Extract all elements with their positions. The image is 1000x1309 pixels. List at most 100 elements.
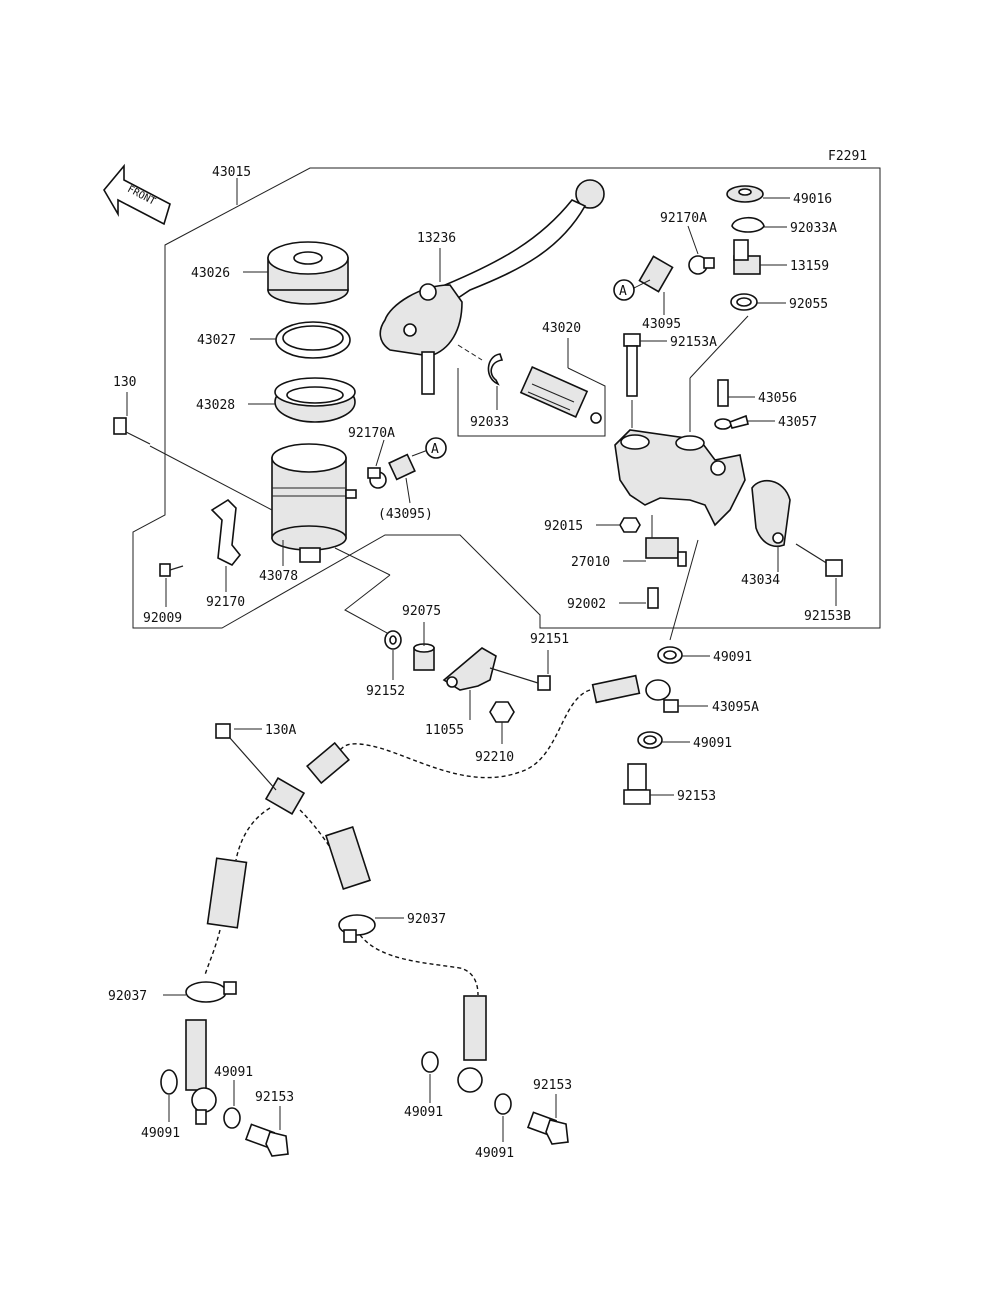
label-92170a-right: 92170A bbox=[660, 211, 707, 226]
label-49091-b: 49091 bbox=[693, 736, 732, 751]
washer-49091-d bbox=[223, 1107, 241, 1129]
nut-92210 bbox=[489, 701, 515, 723]
bolt-130 bbox=[113, 417, 151, 445]
nut-92015 bbox=[619, 517, 641, 533]
label-92153a: 92153A bbox=[670, 335, 717, 350]
hose-splitter bbox=[264, 777, 306, 815]
label-49091-a: 49091 bbox=[713, 650, 752, 665]
label-130: 130 bbox=[113, 375, 136, 390]
callout-a-right: A bbox=[613, 279, 635, 301]
callout-a-left: A bbox=[425, 437, 447, 459]
bolt-92153a bbox=[623, 333, 641, 397]
brake-switch-27010 bbox=[645, 537, 687, 567]
hose-left-lower bbox=[235, 807, 271, 861]
label-43095: 43095 bbox=[642, 317, 681, 332]
label-92153-b: 92153 bbox=[255, 1090, 294, 1105]
label-11055: 11055 bbox=[425, 723, 464, 738]
label-92037-b: 92037 bbox=[407, 912, 446, 927]
label-43015: 43015 bbox=[212, 165, 251, 180]
label-43034: 43034 bbox=[741, 573, 780, 588]
label-92055: 92055 bbox=[789, 297, 828, 312]
master-cylinder-body bbox=[614, 429, 746, 527]
label-92002: 92002 bbox=[567, 597, 606, 612]
hose-right-end bbox=[359, 934, 479, 996]
hose-fitting-13159 bbox=[733, 239, 761, 275]
bleeder-cap-43057 bbox=[714, 414, 749, 430]
label-43020: 43020 bbox=[542, 321, 581, 336]
washer-49091-f bbox=[494, 1093, 512, 1115]
label-92037-a: 92037 bbox=[108, 989, 147, 1004]
label-92210: 92210 bbox=[475, 750, 514, 765]
label-92153-c: 92153 bbox=[533, 1078, 572, 1093]
piston-group-box bbox=[457, 367, 606, 437]
figure-code: F2291 bbox=[828, 149, 867, 164]
label-27010: 27010 bbox=[571, 555, 610, 570]
label-43026: 43026 bbox=[191, 266, 230, 281]
washer-49091-a bbox=[657, 646, 683, 664]
clamp-43034 bbox=[751, 479, 791, 547]
leader-callout-a-right bbox=[633, 279, 651, 289]
washer-92055 bbox=[730, 293, 758, 311]
clamp-92170a-right bbox=[688, 255, 715, 275]
leader-callout-a-left bbox=[411, 449, 429, 457]
dash-lever-piston bbox=[457, 344, 483, 361]
washer-49091-e bbox=[421, 1051, 439, 1073]
label-49091-e: 49091 bbox=[404, 1105, 443, 1120]
bolt-130a bbox=[215, 723, 277, 791]
label-49091-f: 49091 bbox=[475, 1146, 514, 1161]
label-43056: 43056 bbox=[758, 391, 797, 406]
hose-clamp-92170a-left bbox=[367, 467, 387, 489]
screw-92002 bbox=[647, 587, 659, 609]
label-49091-c: 49091 bbox=[141, 1126, 180, 1141]
label-43078: 43078 bbox=[259, 569, 298, 584]
leader-130-line bbox=[149, 445, 273, 511]
bracket-92170 bbox=[210, 498, 242, 567]
assembly-outline bbox=[132, 167, 881, 629]
fluid-reservoir bbox=[271, 443, 357, 563]
front-arrow-icon: FRONT bbox=[103, 163, 171, 226]
reservoir-gasket bbox=[275, 321, 351, 359]
label-92033: 92033 bbox=[470, 415, 509, 430]
hose-joint-upper bbox=[306, 741, 350, 785]
label-130a: 130A bbox=[265, 723, 296, 738]
cap-49016 bbox=[726, 185, 764, 203]
label-92015: 92015 bbox=[544, 519, 583, 534]
bracket-11055 bbox=[442, 647, 497, 691]
circlip-92033 bbox=[487, 353, 504, 386]
label-92033a: 92033A bbox=[790, 221, 837, 236]
label-92009: 92009 bbox=[143, 611, 182, 626]
hose-sleeve-left bbox=[206, 857, 248, 929]
screw-92151 bbox=[489, 667, 551, 691]
label-92153b: 92153B bbox=[804, 609, 851, 624]
hose-end-43095a bbox=[591, 674, 679, 713]
hose-clamp-92037-b bbox=[338, 914, 376, 943]
leader-43095-paren bbox=[405, 477, 411, 504]
label-92075: 92075 bbox=[402, 604, 441, 619]
banjo-bolt-92153-c bbox=[526, 1111, 569, 1145]
hose-clamp-92037-a bbox=[185, 981, 237, 1003]
leader-49091-up bbox=[669, 539, 699, 641]
piston-assembly bbox=[519, 365, 602, 424]
label-92151: 92151 bbox=[530, 632, 569, 647]
label-92170a-left: 92170A bbox=[348, 426, 395, 441]
washer-49091-c bbox=[160, 1069, 178, 1095]
label-43095a: 43095A bbox=[712, 700, 759, 715]
washer-92152 bbox=[384, 630, 402, 650]
reservoir-diaphragm bbox=[274, 377, 356, 423]
label-92170: 92170 bbox=[206, 595, 245, 610]
bolt-92153b bbox=[795, 543, 843, 577]
label-43027: 43027 bbox=[197, 333, 236, 348]
circlip-92033a bbox=[731, 216, 765, 233]
label-13236: 13236 bbox=[417, 231, 456, 246]
brake-lever-13236 bbox=[379, 179, 605, 395]
brake-hose-main bbox=[339, 689, 591, 779]
label-49016: 49016 bbox=[793, 192, 832, 207]
banjo-fitting-right bbox=[457, 995, 487, 1093]
label-92152: 92152 bbox=[366, 684, 405, 699]
leader-body-up2 bbox=[689, 315, 749, 379]
label-43095-paren: (43095) bbox=[378, 507, 433, 522]
grommet-92075 bbox=[413, 643, 435, 671]
banjo-bolt-92153-b bbox=[244, 1123, 289, 1157]
